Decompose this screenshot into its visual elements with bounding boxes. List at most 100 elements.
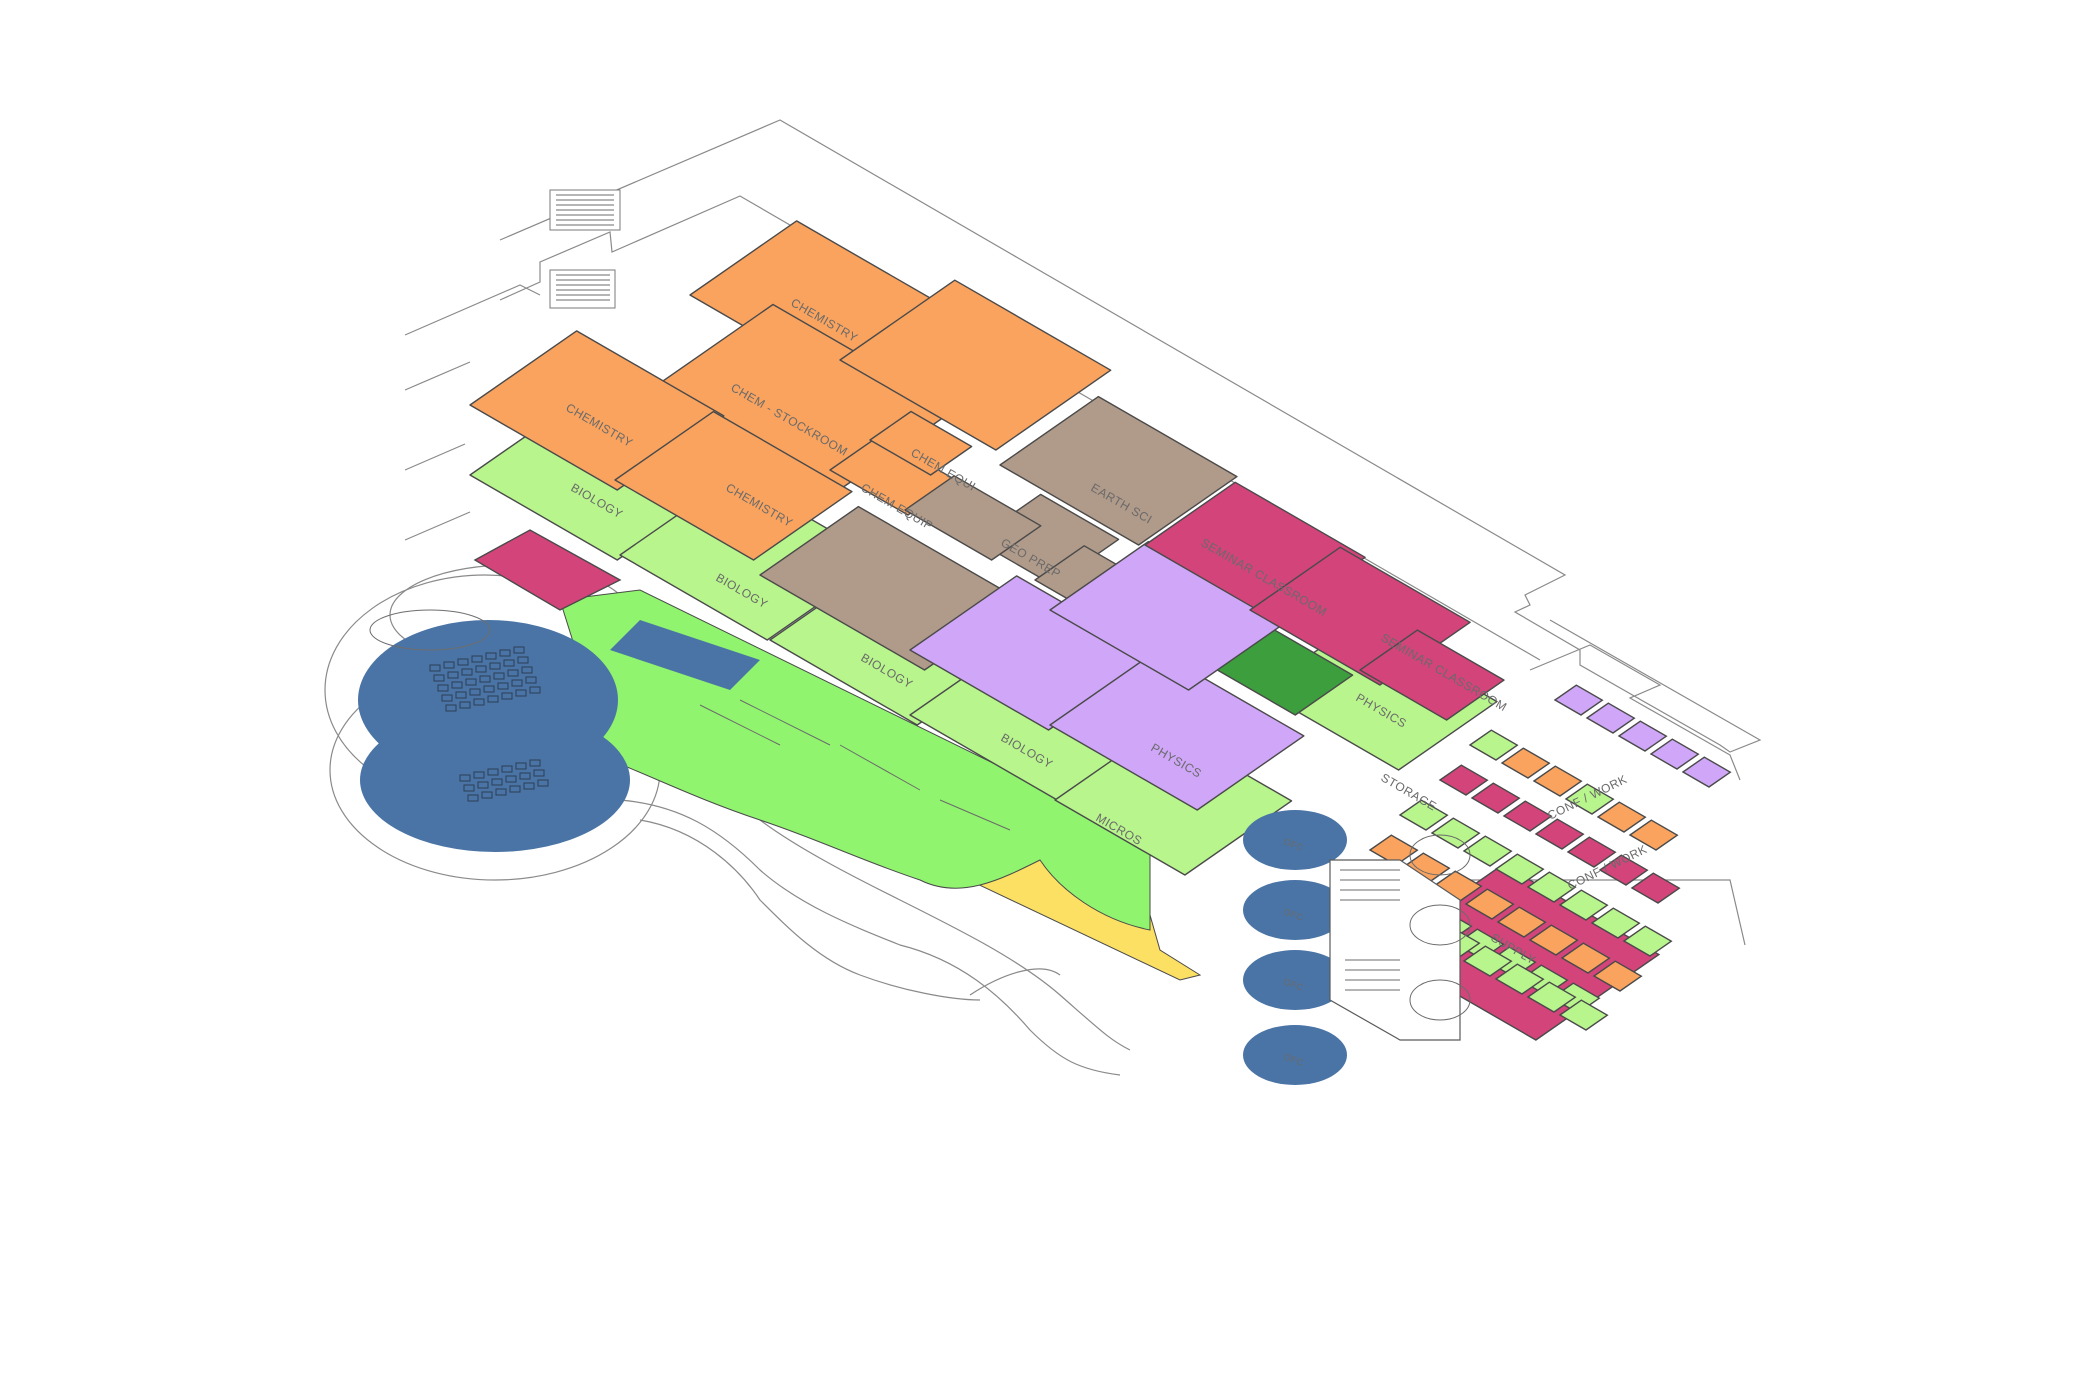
rotunda-seat: [469, 688, 481, 696]
rotunda-seat: [455, 691, 467, 699]
rotunda-seat: [501, 692, 513, 700]
rotunda-seat: [471, 655, 483, 663]
curve-ground-4: [969, 968, 1061, 996]
floor-outline-5: [404, 443, 466, 471]
east-wing-room: [1438, 764, 1489, 796]
east-wing-room: [1598, 854, 1649, 886]
rotunda-seat: [513, 646, 525, 654]
east-wing-room: [1592, 960, 1643, 992]
ofc-circle-4: [1243, 1025, 1347, 1085]
rotunda-seat: [467, 794, 479, 802]
rotunda-seat: [463, 784, 475, 792]
office-circles: [1243, 810, 1347, 1085]
east-wing-room: [1528, 924, 1579, 956]
stair-1: [549, 189, 621, 231]
east-wing-room: [1532, 765, 1583, 797]
rotunda-seat: [477, 781, 489, 789]
stair-core: [1329, 834, 1471, 1041]
stair-2: [549, 269, 616, 309]
rotunda-seat: [457, 658, 469, 666]
rotunda-seat: [485, 652, 497, 660]
rotunda-top-ring: [369, 609, 491, 651]
rotunda-seat: [479, 675, 491, 683]
rotunda-seat: [473, 771, 485, 779]
east-wing-room: [1468, 729, 1519, 761]
rotunda-seat: [503, 659, 515, 667]
rooms: [469, 220, 1505, 876]
rotunda-seat: [537, 779, 549, 787]
east-wing-room: [1630, 872, 1681, 904]
east-wing-room: [1566, 836, 1617, 868]
room-earth-sci: [999, 395, 1238, 546]
floor-outline-2: [499, 195, 1541, 661]
rotunda-seat: [483, 685, 495, 693]
east-wing-room: [1494, 963, 1545, 995]
ofc-circle-1: [1243, 810, 1347, 870]
rotunda-seat: [505, 775, 517, 783]
rotunda-seating: [429, 646, 549, 802]
rotunda-seat: [507, 669, 519, 677]
rotunda-seat: [487, 768, 499, 776]
east-wing-outline: [1529, 644, 1741, 781]
east-wing-room: [1462, 945, 1513, 977]
rotunda-seat: [511, 679, 523, 687]
rotunda-seat: [443, 661, 455, 669]
east-wing-room: [1560, 942, 1611, 974]
floor-outline-3: [404, 284, 541, 336]
rotunda-seat: [491, 778, 503, 786]
rotunda-seat: [529, 686, 541, 694]
rotunda-seat: [495, 788, 507, 796]
east-wing-room: [1553, 684, 1604, 716]
rotunda-seat: [501, 765, 513, 773]
east-wing-room: [1564, 783, 1615, 815]
label-storage: STORAGE: [1379, 770, 1440, 813]
floor-outline-4: [404, 361, 471, 391]
east-wing-room: [1585, 702, 1636, 734]
rotunda-seat: [515, 689, 527, 697]
east-wing-room: [1628, 819, 1679, 851]
east-wing-room: [1502, 800, 1553, 832]
rotunda-seat: [475, 665, 487, 673]
room-chemistry-east: [839, 279, 1112, 451]
rotunda-seat: [517, 656, 529, 664]
ground-level: [559, 589, 1202, 981]
rotunda-seat: [515, 762, 527, 770]
east-wing-room: [1462, 835, 1513, 867]
top-floor-outline: [499, 119, 1762, 753]
east-wing-room: [1534, 818, 1585, 850]
east-wing-room: [1596, 801, 1647, 833]
east-wing-room: [1681, 756, 1732, 788]
rotunda-seat: [445, 704, 457, 712]
east-wing-room: [1617, 720, 1668, 752]
rotunda-seat: [523, 782, 535, 790]
room-physics-2: [1049, 650, 1305, 811]
ground-partitions: [699, 699, 1011, 831]
rotunda-seat: [533, 769, 545, 777]
east-wing-room: [1526, 981, 1577, 1013]
rotunda-seat: [447, 671, 459, 679]
rotunda-seat: [429, 664, 441, 672]
rotunda-seat: [521, 666, 533, 674]
east-wing-room: [1649, 738, 1700, 770]
east-wing-room: [1500, 747, 1551, 779]
rotunda-seat: [437, 684, 449, 692]
rotunda-seat: [459, 701, 471, 709]
curve-ground-3: [639, 819, 981, 1001]
rotunda-seat: [519, 772, 531, 780]
rotunda-seat: [493, 672, 505, 680]
east-wing-room: [1496, 906, 1547, 938]
rotunda-seat: [487, 695, 499, 703]
rotunda-seat: [433, 674, 445, 682]
floor-outline-6: [404, 511, 471, 541]
ofc-circle-3: [1243, 950, 1347, 1010]
room-seminar-3: [1359, 629, 1505, 721]
rotunda-seat: [451, 681, 463, 689]
east-wing-room: [1398, 799, 1449, 831]
east-wing-room: [1464, 888, 1515, 920]
room-conference-west: [473, 529, 622, 611]
east-wing-room: [1494, 853, 1545, 885]
east-wing-room: [1526, 871, 1577, 903]
rotunda-seat: [509, 785, 521, 793]
